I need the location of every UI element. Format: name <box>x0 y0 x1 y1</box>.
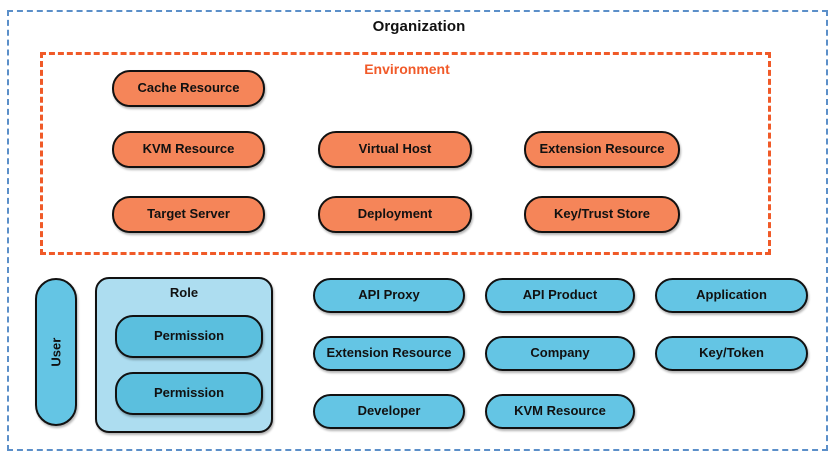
node-key-trust-store[interactable]: Key/Trust Store <box>524 196 680 233</box>
node-user-label: User <box>47 337 63 367</box>
node-api-product[interactable]: API Product <box>485 278 635 313</box>
node-label: Key/Trust Store <box>553 206 651 222</box>
node-label: Application <box>696 287 767 303</box>
organization-boundary <box>7 10 828 451</box>
node-permission[interactable]: Permission <box>115 372 263 415</box>
node-label: Extension Resource <box>326 345 452 361</box>
node-developer[interactable]: Developer <box>313 394 465 429</box>
node-label: Virtual Host <box>358 141 432 157</box>
node-virtual-host[interactable]: Virtual Host <box>318 131 472 168</box>
node-deployment[interactable]: Deployment <box>318 196 472 233</box>
node-extension-resource[interactable]: Extension Resource <box>524 131 680 168</box>
node-company[interactable]: Company <box>485 336 635 371</box>
node-permission[interactable]: Permission <box>115 315 263 358</box>
node-label: KVM Resource <box>514 403 606 419</box>
node-label: Developer <box>357 403 421 419</box>
node-application[interactable]: Application <box>655 278 808 313</box>
node-label: Extension Resource <box>539 141 665 157</box>
node-label: API Product <box>522 287 598 303</box>
node-extension-resource[interactable]: Extension Resource <box>313 336 465 371</box>
node-label: Permission <box>153 328 225 344</box>
node-label: Deployment <box>357 206 433 222</box>
organization-title: Organization <box>372 18 466 35</box>
node-label: Cache Resource <box>137 80 240 96</box>
node-key-token[interactable]: Key/Token <box>655 336 808 371</box>
environment-boundary <box>40 52 771 255</box>
node-label: Target Server <box>147 206 230 222</box>
node-label: Key/Token <box>699 345 764 361</box>
node-api-proxy[interactable]: API Proxy <box>313 278 465 313</box>
node-kvm-resource[interactable]: KVM Resource <box>112 131 265 168</box>
node-label: Company <box>530 345 590 361</box>
node-user[interactable]: User <box>35 278 77 426</box>
node-label: KVM Resource <box>142 141 235 157</box>
node-kvm-resource[interactable]: KVM Resource <box>485 394 635 429</box>
node-target-server[interactable]: Target Server <box>112 196 265 233</box>
node-label: Permission <box>153 385 225 401</box>
node-cache-resource[interactable]: Cache Resource <box>112 70 265 107</box>
role-container-label: Role <box>169 285 199 300</box>
environment-title: Environment <box>364 61 450 77</box>
node-label: API Proxy <box>358 287 420 303</box>
